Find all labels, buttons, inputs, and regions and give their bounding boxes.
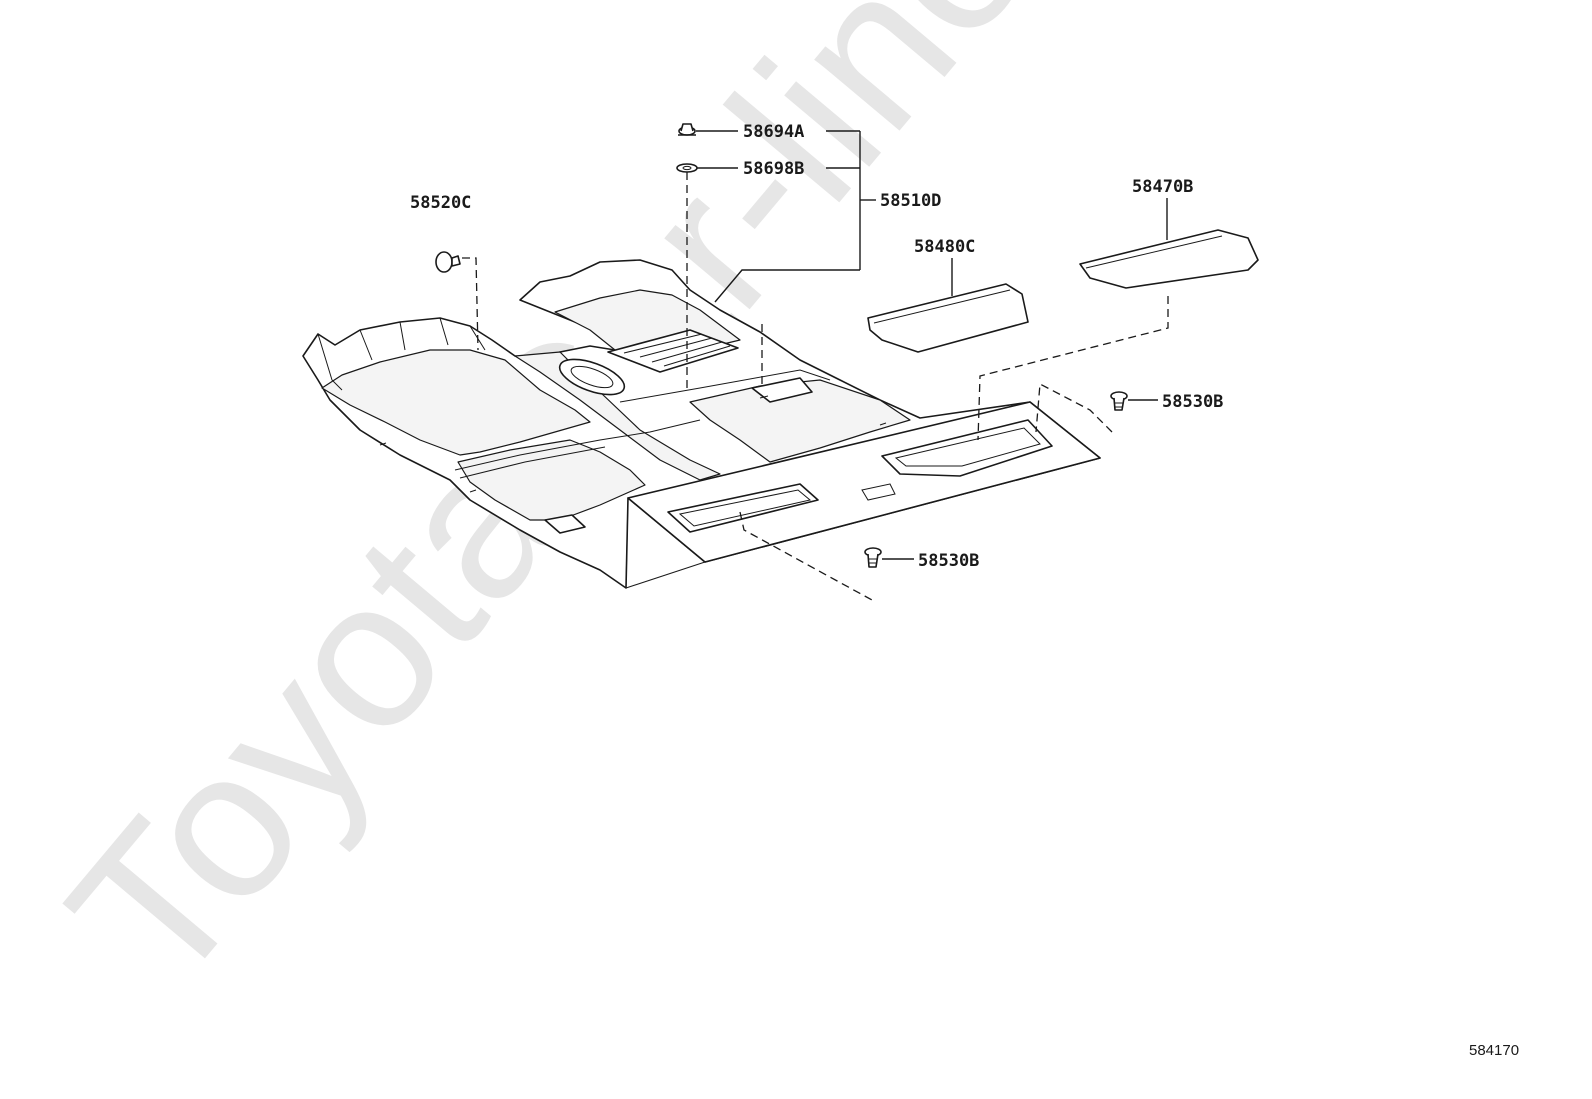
floor-mat-58480C[interactable] [867, 283, 1029, 353]
diagram-code: 584170 [1469, 1042, 1519, 1059]
clip-58530B-right-icon [1110, 391, 1128, 411]
clip-58694A-icon [678, 123, 696, 136]
callout-58530B-bottom: 58530B [918, 551, 979, 571]
floor-mat-58470B[interactable] [1079, 229, 1259, 289]
callout-58520C: 58520C [410, 193, 471, 213]
callout-58530B-right: 58530B [1162, 392, 1223, 412]
callout-58480C: 58480C [914, 237, 975, 257]
callout-58694A: 58694A [743, 122, 804, 142]
callout-58470B: 58470B [1132, 177, 1193, 197]
clip-58530B-bottom-icon [864, 547, 882, 568]
floor-carpet[interactable] [302, 259, 1101, 589]
leader-lines [696, 130, 1168, 560]
callout-58698B: 58698B [743, 159, 804, 179]
washer-58698B-icon [676, 163, 698, 173]
clip-58520C-icon [435, 251, 461, 273]
callout-58510D: 58510D [880, 191, 941, 211]
assembly-dash-lines [462, 172, 1169, 601]
